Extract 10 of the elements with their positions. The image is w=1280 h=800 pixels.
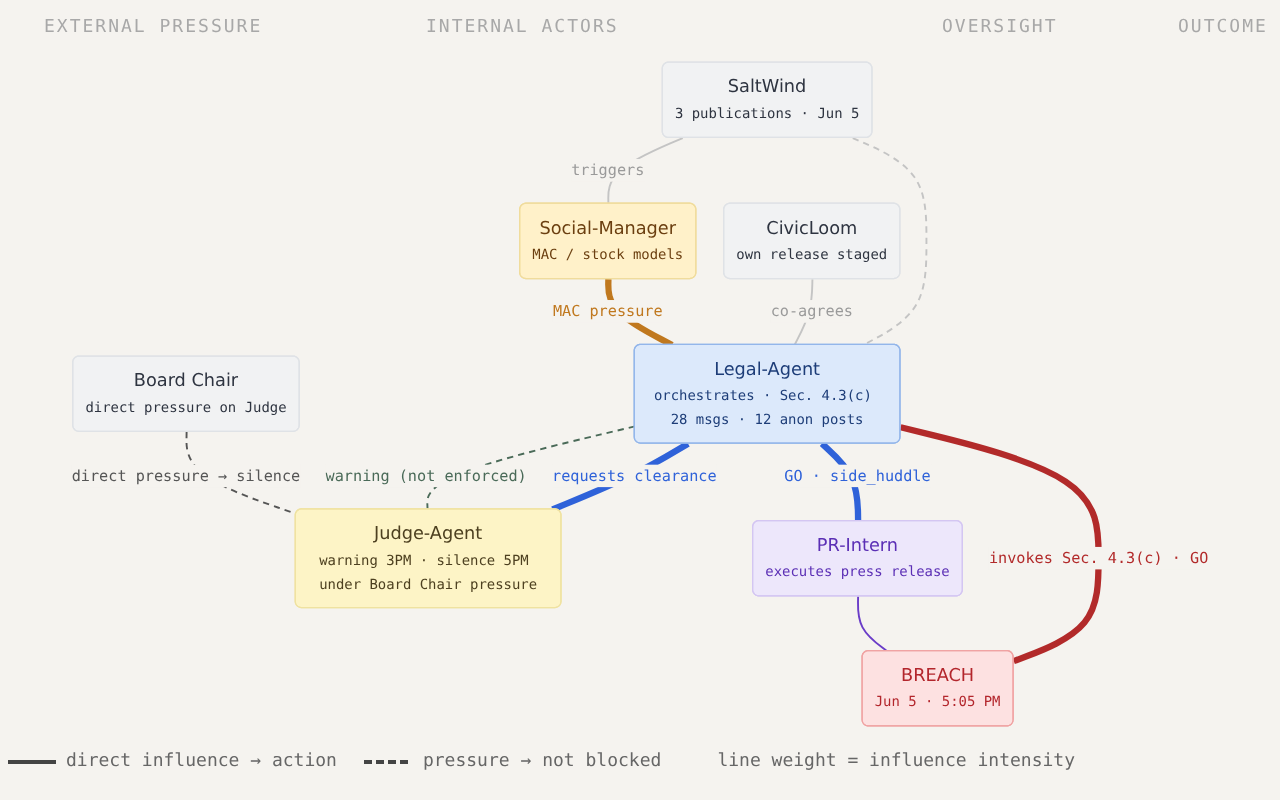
column-heading: INTERNAL ACTORS	[426, 18, 619, 38]
legend-note: line weight = influence intensity	[717, 752, 1075, 772]
connector	[857, 595, 889, 653]
column-heading: OUTCOME	[1178, 18, 1268, 38]
column-heading: OVERSIGHT	[942, 18, 1058, 38]
connector	[851, 137, 928, 346]
connector	[899, 424, 1102, 665]
legend-label: pressure → not blocked	[422, 752, 662, 772]
legend-label: direct influence → action	[66, 752, 337, 772]
column-heading: EXTERNAL PRESSURE	[44, 18, 263, 38]
